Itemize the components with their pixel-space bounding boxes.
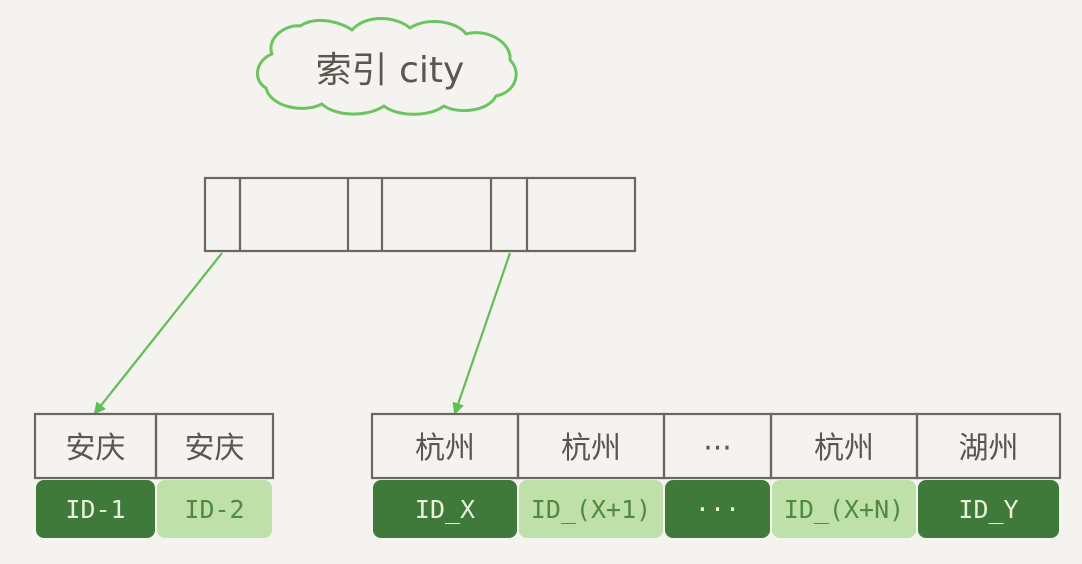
leaf-id-cell — [665, 480, 770, 538]
leaf-id-cell — [519, 480, 663, 538]
leaf-id-label: ID_(X+1) — [531, 495, 651, 524]
index-title: 索引 city — [316, 50, 465, 91]
index-title-cloud: 索引 city — [256, 17, 518, 116]
leaf-key-cell — [154, 412, 275, 480]
leaf-key-cell — [915, 412, 1062, 480]
leaf-key-label: 安庆 — [66, 431, 126, 466]
leaf-node-right: 杭州 ID_X 杭州 ID_(X+1) ··· ··· 杭州 ID_(X+N) 湖州 ID_Y — [370, 412, 1062, 538]
leaf-key-label: 杭州 — [814, 431, 874, 466]
leaf-id-label: ··· — [695, 495, 740, 524]
leaf-key-label: 湖州 — [959, 431, 1019, 466]
internal-node — [203, 176, 637, 253]
pointer-arrow-left — [93, 252, 223, 415]
internal-node-border — [203, 176, 637, 253]
leaf-id-cell — [373, 480, 517, 538]
leaf-key-label: 安庆 — [185, 431, 245, 466]
leaf-node-left: 安庆 ID-1 安庆 ID-2 — [33, 412, 275, 538]
leaf-id-cell — [36, 480, 155, 538]
leaf-key-label: 杭州 — [561, 431, 621, 466]
leaf-id-cell — [772, 480, 916, 538]
leaf-key-label: 杭州 — [415, 431, 475, 466]
leaf-id-label: ID-2 — [184, 495, 244, 524]
leaf-key-label: ··· — [703, 431, 732, 466]
leaf-id-label: ID-1 — [65, 495, 125, 524]
leaf-id-cell — [157, 480, 272, 538]
cloud-outline — [256, 17, 518, 116]
leaf-id-label: ID_(X+N) — [784, 495, 904, 524]
leaf-id-label: ID_Y — [958, 495, 1018, 524]
leaf-id-cell — [918, 480, 1059, 538]
leaf-id-label: ID_X — [415, 495, 475, 524]
pointer-arrow-right — [452, 252, 512, 415]
